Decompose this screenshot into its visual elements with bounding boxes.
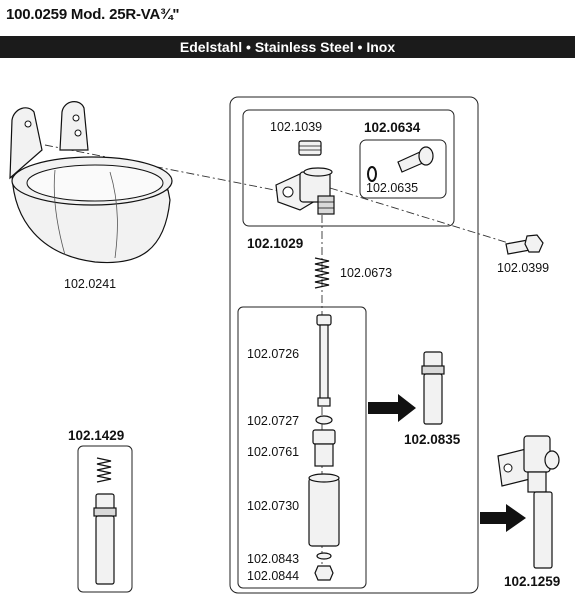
label-sleeve: 102.0730	[247, 499, 299, 513]
pin-drawing	[316, 314, 332, 407]
full-assembly-drawing	[497, 435, 560, 569]
kit-drawing	[93, 457, 117, 585]
label-spring-mid: 102.0673	[340, 266, 392, 280]
label-valve-body: 102.1029	[247, 236, 303, 251]
label-kit: 102.1429	[68, 428, 124, 443]
valve-body-drawing	[275, 167, 335, 215]
label-small-washer: 102.0843	[247, 552, 299, 566]
label-bowl: 102.0241	[64, 277, 116, 291]
bowl-drawing	[9, 101, 173, 264]
main-assembly-frame	[229, 96, 479, 594]
label-pin: 102.0726	[247, 347, 299, 361]
label-assembled-valve: 102.0835	[404, 432, 461, 447]
label-spring-top: 102.1039	[270, 120, 322, 134]
oring-drawing	[367, 166, 377, 182]
washer-drawing	[315, 415, 333, 425]
spring-drawing	[314, 257, 330, 289]
label-oring: 102.0635	[366, 181, 418, 195]
axis-line-bolt	[329, 187, 516, 246]
small-nut-drawing	[314, 565, 334, 581]
label-small-nut: 102.0844	[247, 569, 299, 583]
label-full-assembly: 102.1259	[504, 574, 560, 589]
material-banner: Edelstahl • Stainless Steel • Inox	[0, 36, 575, 58]
label-screw-set: 102.0634	[364, 120, 421, 135]
axis-line-bowl	[44, 144, 301, 196]
screw-drawing	[397, 146, 434, 173]
small-washer-drawing	[316, 552, 332, 560]
label-bolt: 102.0399	[497, 261, 549, 275]
assembled-valve-drawing	[421, 351, 445, 425]
kit-frame	[77, 445, 133, 593]
bolt-drawing	[505, 234, 544, 255]
arrow-to-full-assembly	[480, 504, 526, 532]
arrow-to-assembled-valve	[368, 394, 416, 422]
valve-insert-frame	[237, 306, 367, 589]
screw-set-frame	[359, 139, 447, 199]
nut-top-drawing	[312, 429, 336, 467]
label-nut-top: 102.0761	[247, 445, 299, 459]
valve-head-frame	[242, 109, 455, 227]
sleeve-drawing	[308, 473, 340, 547]
page-title: 100.0259 Mod. 25R-VA¾"	[6, 6, 180, 23]
label-washer: 102.0727	[247, 414, 299, 428]
spring-cap-drawing	[298, 140, 322, 156]
